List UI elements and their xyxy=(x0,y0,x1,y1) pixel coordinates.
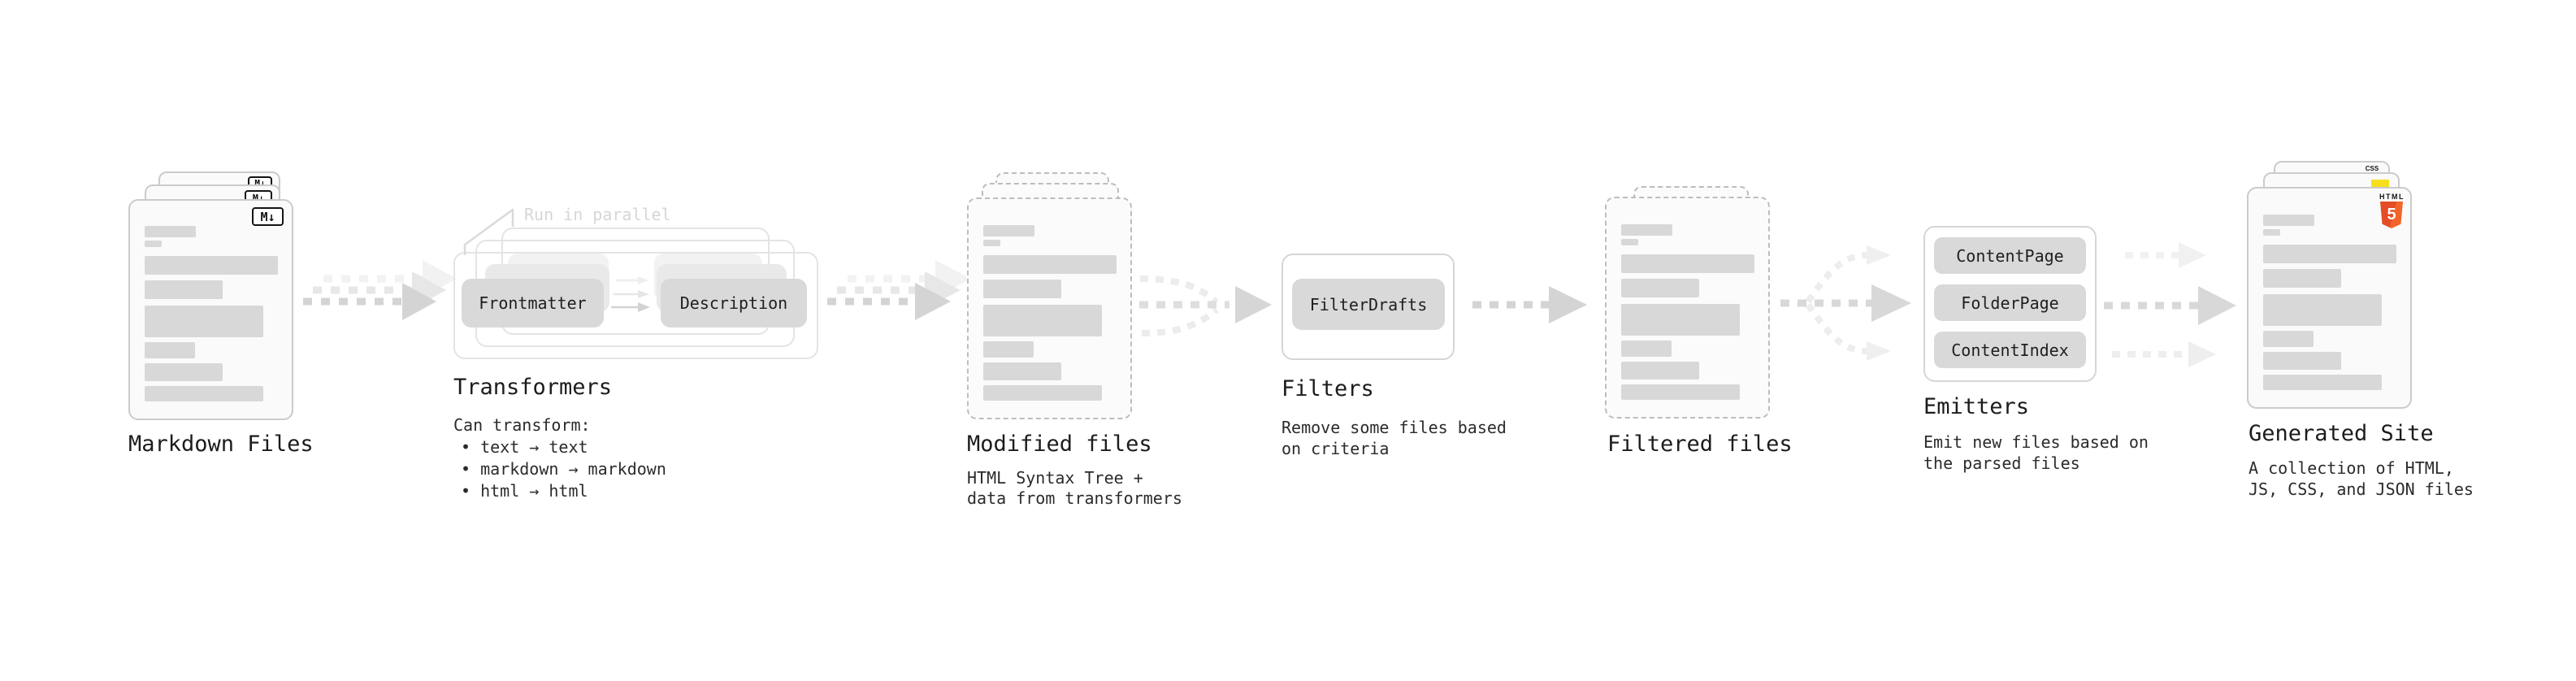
contentpage-pill: ContentPage xyxy=(1934,237,2086,274)
html5-icon: HTML 5 xyxy=(2379,193,2404,228)
filters-title: Filters xyxy=(1281,376,1374,401)
markdown-file-card: M↓ xyxy=(128,199,293,420)
contentindex-pill: ContentIndex xyxy=(1934,332,2086,368)
transformers-title: Transformers xyxy=(453,375,613,400)
generated-site-title: Generated Site xyxy=(2249,421,2434,446)
emitters-desc: the parsed files xyxy=(1923,453,2080,473)
run-in-parallel-leader-line xyxy=(463,208,514,255)
javascript-icon xyxy=(2371,180,2389,189)
emitters-title: Emitters xyxy=(1923,394,2030,419)
transformers-bullet: • markdown → markdown xyxy=(461,459,666,479)
transformers-bullet: • text → text xyxy=(461,437,588,457)
filterdrafts-pill: FilterDrafts xyxy=(1292,279,1445,330)
filtered-file-card xyxy=(1605,197,1770,419)
transform-flow-arrows xyxy=(611,276,650,312)
filters-desc: on criteria xyxy=(1281,439,1390,458)
transformers-desc-heading: Can transform: xyxy=(453,415,591,435)
description-pill: Description xyxy=(661,279,807,327)
emitters-desc: Emit new files based on xyxy=(1923,432,2149,452)
markdown-files-label: Markdown Files xyxy=(128,432,314,457)
arrow-filtered-to-emitters xyxy=(1780,245,1911,361)
generated-site-desc: JS, CSS, and JSON files xyxy=(2249,479,2474,499)
arrow-emitters-to-site xyxy=(2104,242,2236,367)
arrow-transformers-to-modified xyxy=(827,260,971,320)
arrow-modified-to-filters xyxy=(1139,275,1272,336)
run-in-parallel-annotation: Run in parallel xyxy=(524,205,671,224)
arrow-filters-to-filtered xyxy=(1472,286,1587,323)
modified-files-desc: data from transformers xyxy=(967,488,1182,508)
folderpage-pill: FolderPage xyxy=(1934,284,2086,321)
modified-files-title: Modified files xyxy=(967,432,1152,457)
transformer-box-front xyxy=(453,252,818,359)
filters-desc: Remove some files based xyxy=(1281,418,1507,437)
modified-file-card xyxy=(967,197,1132,419)
modified-files-desc: HTML Syntax Tree + xyxy=(967,468,1143,488)
transformers-bullet: • html → html xyxy=(461,481,588,501)
frontmatter-pill: Frontmatter xyxy=(462,279,604,327)
arrow-markdown-to-transformers xyxy=(303,260,457,320)
filtered-files-label: Filtered files xyxy=(1607,432,1793,457)
generated-site-desc: A collection of HTML, xyxy=(2249,458,2454,478)
site-file-card-html: HTML 5 xyxy=(2247,187,2412,409)
markdown-icon: M↓ xyxy=(252,207,284,226)
